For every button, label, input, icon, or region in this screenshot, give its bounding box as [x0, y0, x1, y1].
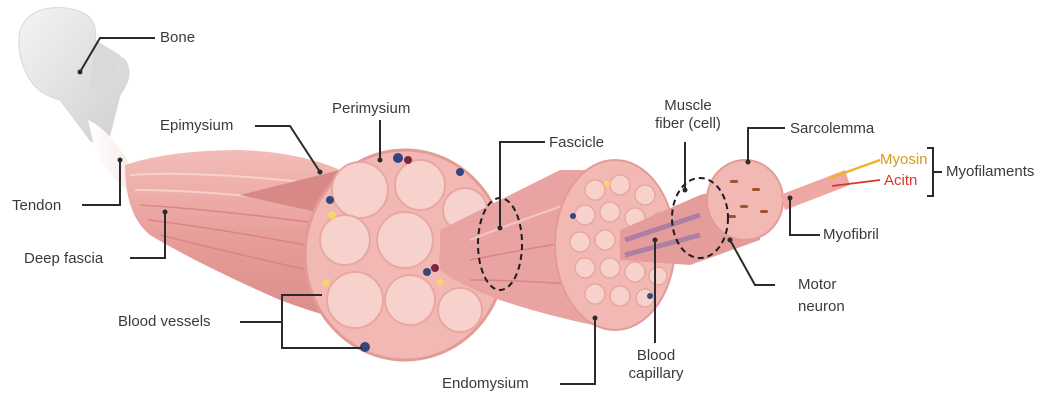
label-actin: Acitn — [884, 172, 917, 190]
label-blood-capillary: Blood capillary — [620, 347, 692, 383]
label-myofibril: Myofibril — [823, 226, 879, 244]
label-tendon: Tendon — [12, 197, 61, 215]
label-deep-fascia: Deep fascia — [24, 250, 103, 268]
label-motor-neuron-line1: Motor — [798, 276, 845, 294]
label-blood-vessels: Blood vessels — [118, 313, 211, 331]
label-blood-capillary-line1: Blood — [620, 347, 692, 365]
label-muscle-fiber: Muscle fiber (cell) — [648, 97, 728, 133]
label-epimysium: Epimysium — [160, 117, 233, 135]
label-endomysium: Endomysium — [442, 375, 529, 393]
label-motor-neuron-line2: neuron — [798, 298, 845, 316]
label-myosin: Myosin — [880, 151, 928, 169]
bone-illustration — [19, 8, 129, 144]
label-perimysium: Perimysium — [332, 100, 410, 118]
label-blood-capillary-line2: capillary — [620, 365, 692, 383]
label-muscle-fiber-line2: fiber (cell) — [648, 115, 728, 133]
label-myofilaments: Myofilaments — [946, 163, 1034, 181]
label-sarcolemma: Sarcolemma — [790, 120, 874, 138]
label-bone: Bone — [160, 29, 195, 47]
label-motor-neuron: Motor neuron — [798, 276, 845, 316]
label-muscle-fiber-line1: Muscle — [648, 97, 728, 115]
label-fascicle: Fascicle — [549, 134, 604, 152]
